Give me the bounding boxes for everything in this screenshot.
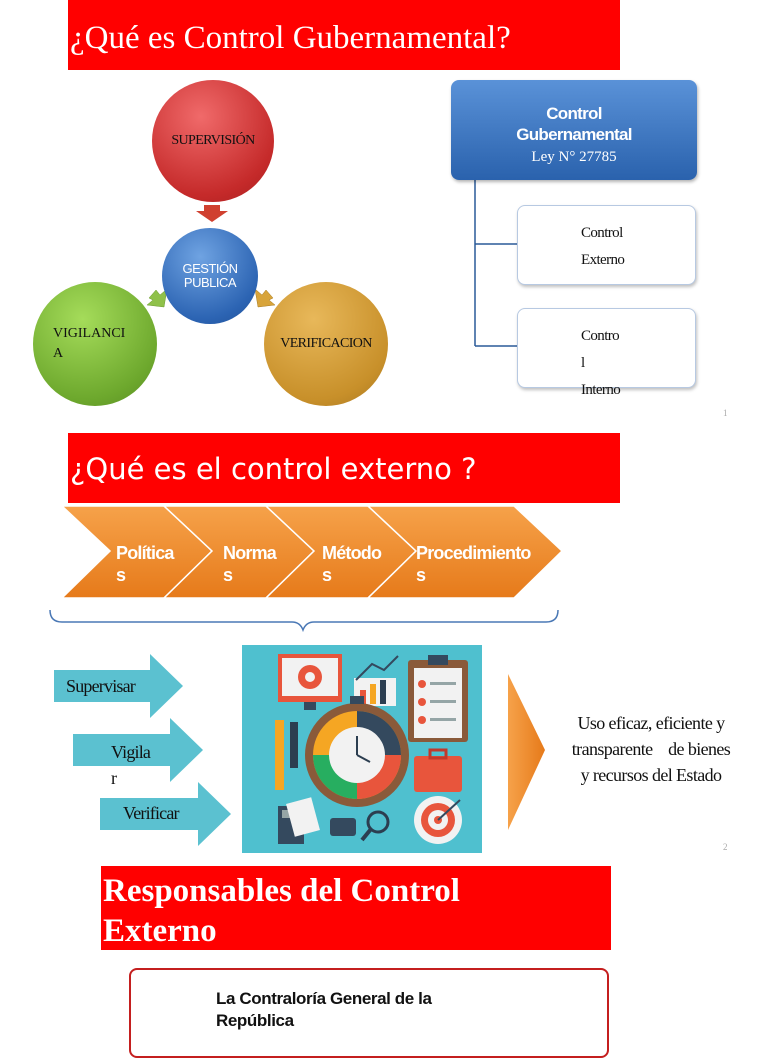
supervision-circle: SUPERVISIÓN (152, 80, 274, 202)
int-line3: Interno (581, 382, 621, 398)
slide3-title-line1: Responsables del Control (103, 873, 460, 909)
brace-icon (49, 609, 559, 633)
arrow-verificar (100, 782, 231, 846)
slide2-title: ¿Qué es el control externo ? (68, 433, 620, 503)
slide3-title-line2: Externo (103, 913, 217, 949)
slide1-title: ¿Qué es Control Gubernamental? (68, 0, 620, 70)
cg-title-line1: Control (546, 104, 602, 123)
vigilancia-label-line1: VIGILANCI (53, 326, 126, 341)
management-illustration-icon (242, 645, 482, 853)
action-vigilar: Vigila r (111, 742, 151, 788)
result-arrow (508, 674, 545, 830)
int-line1: Contro (581, 328, 620, 344)
chevron-process (49, 505, 564, 633)
verificacion-circle: VERIFICACION (264, 282, 388, 406)
chevron-procedimientos (366, 505, 564, 599)
cg-law: Ley N° 27785 (531, 149, 617, 165)
gestion-label-line2: PUBLICA (183, 275, 237, 290)
page-number-1: 1 (723, 408, 728, 418)
result-text: Uso eficaz, eficiente y transparente de … (571, 713, 731, 785)
ext-line2: Externo (581, 252, 625, 268)
page-number-2: 2 (723, 842, 728, 852)
cg-title-line2: Gubernamental (516, 125, 632, 144)
action-verificar: Verificar (123, 803, 180, 823)
arrow-gold-icon (254, 288, 276, 308)
actions-graphic (54, 645, 545, 853)
slide1-connectors (146, 180, 517, 347)
contraloria-box: La Contraloría General de la República (129, 968, 609, 1058)
control-gubernamental-box: Control Gubernamental Ley N° 27785 (451, 80, 697, 180)
action-supervisar: Supervisar (66, 676, 136, 696)
supervision-label: SUPERVISIÓN (171, 133, 255, 148)
slide3-title: Responsables del Control Externo (101, 866, 611, 950)
int-line2: l (581, 355, 585, 371)
ext-line1: Control (581, 225, 623, 241)
arrow-supervisar (54, 654, 183, 718)
contraloria-label: La Contraloría General de la República (216, 989, 432, 1030)
arrow-vigilar (73, 718, 203, 782)
vigilancia-label-line2: A (53, 346, 64, 361)
gestion-label-line1: GESTIÓN (182, 261, 238, 276)
verificacion-label: VERIFICACION (280, 336, 372, 351)
arrow-down-icon (196, 205, 228, 222)
gestion-publica-circle: GESTIÓN PUBLICA (162, 228, 258, 324)
control-externo-box: Control Externo (517, 205, 696, 285)
control-interno-box: Contro l Interno (517, 308, 696, 398)
arrow-green-icon (146, 288, 168, 308)
vigilancia-circle: VIGILANCI A (33, 282, 157, 406)
